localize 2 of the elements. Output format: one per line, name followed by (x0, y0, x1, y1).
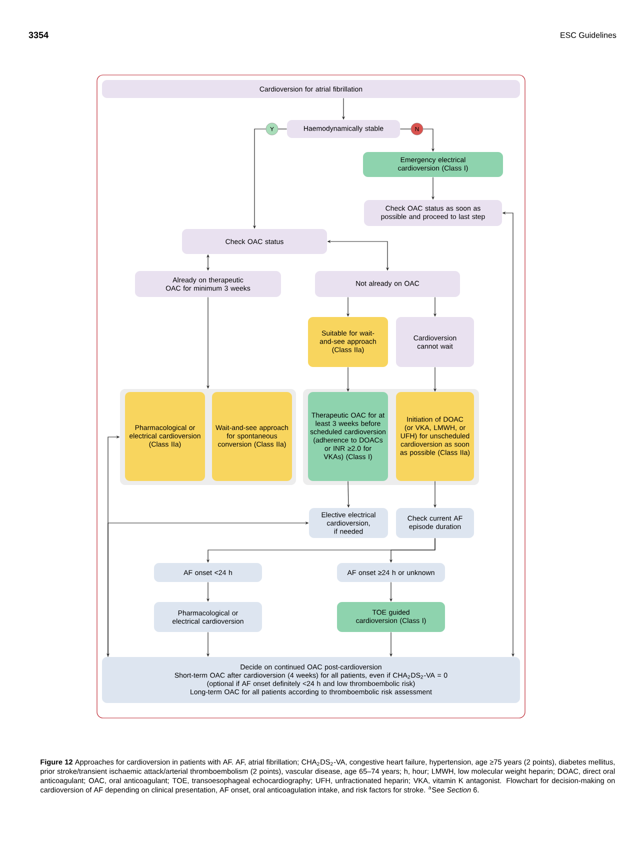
running-head: ESC Guidelines (560, 32, 616, 38)
page-number: 3354 (28, 32, 48, 38)
